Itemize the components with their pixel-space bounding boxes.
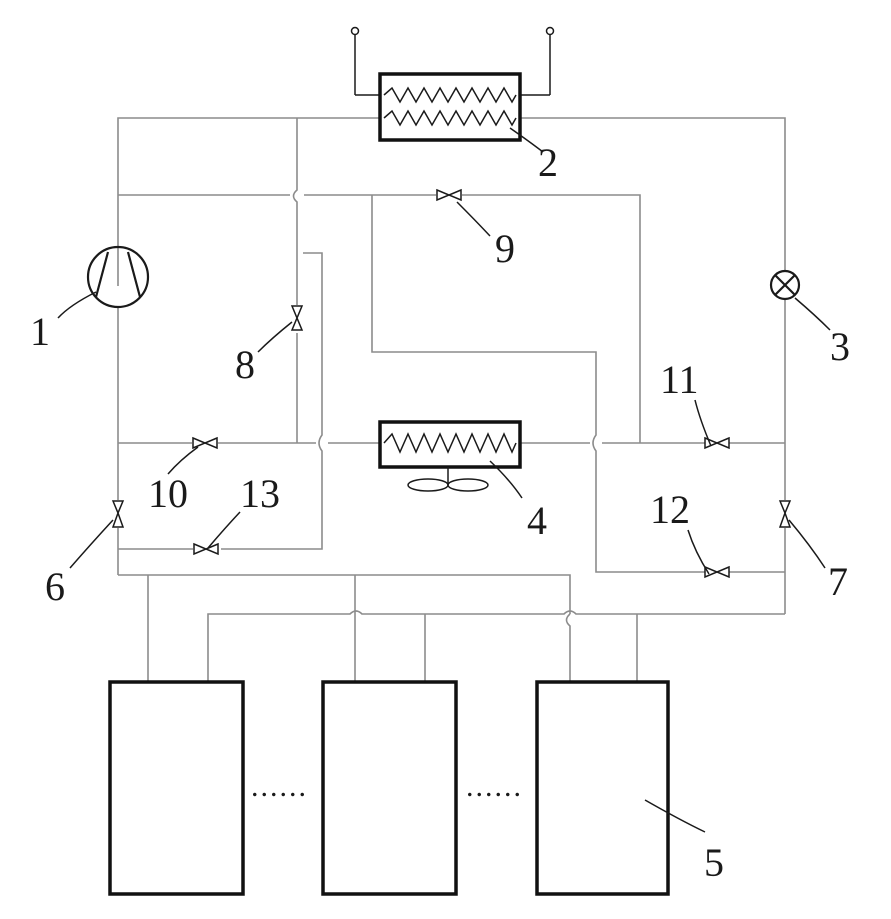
- label-valve-12: 12: [650, 487, 690, 532]
- label-solar-panel: 5: [704, 840, 724, 885]
- ellipsis-2: ......: [466, 770, 523, 803]
- valve-13-icon: [194, 544, 218, 554]
- label-outdoor-exchanger: 4: [527, 498, 547, 543]
- label-valve-6: 6: [45, 564, 65, 609]
- label-valve-13: 13: [240, 471, 280, 516]
- label-expansion-valve: 3: [830, 324, 850, 369]
- expansion-valve-icon: [771, 271, 799, 299]
- valve-8-icon: [292, 306, 302, 330]
- label-compressor: 1: [30, 309, 50, 354]
- label-condenser: 2: [538, 140, 558, 185]
- valve-10-icon: [193, 438, 217, 448]
- valve-9-icon: [437, 190, 461, 200]
- label-valve-10: 10: [148, 471, 188, 516]
- label-valve-7: 7: [828, 559, 848, 604]
- label-valve-9: 9: [495, 226, 515, 271]
- label-valve-11: 11: [660, 357, 699, 402]
- solar-panel-3: [537, 682, 668, 894]
- valve-6-icon: [113, 501, 123, 527]
- solar-panel-2: [323, 682, 456, 894]
- ellipsis-1: ......: [251, 770, 308, 803]
- label-valve-8: 8: [235, 342, 255, 387]
- outdoor-heat-exchanger: [380, 422, 520, 491]
- valve-7-icon: [780, 501, 790, 527]
- condenser: [352, 28, 554, 141]
- solar-panel-1: [110, 682, 243, 894]
